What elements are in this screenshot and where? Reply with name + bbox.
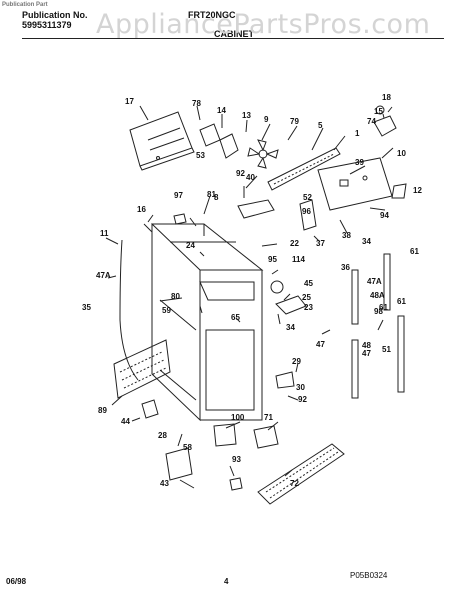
callout-43: 43 bbox=[160, 479, 169, 488]
callout-29: 29 bbox=[292, 357, 301, 366]
callout-14: 14 bbox=[217, 106, 226, 115]
callout-15: 15 bbox=[374, 107, 383, 116]
part-71 bbox=[253, 425, 279, 449]
callout-13: 13 bbox=[242, 111, 251, 120]
callout-61: 61 bbox=[397, 297, 406, 306]
part-59 bbox=[275, 295, 307, 315]
callout-78: 78 bbox=[192, 99, 201, 108]
callout-22: 22 bbox=[290, 239, 299, 248]
callout-35: 35 bbox=[82, 303, 91, 312]
model-number: FRT20NGC bbox=[188, 10, 236, 20]
callout-10: 10 bbox=[397, 149, 406, 158]
callout-30: 30 bbox=[296, 383, 305, 392]
callout-47A: 47A bbox=[367, 277, 382, 286]
callout-24: 24 bbox=[186, 241, 195, 250]
callout-81: 81 bbox=[207, 190, 216, 199]
callout-96: 96 bbox=[302, 207, 311, 216]
callout-59: 59 bbox=[162, 306, 171, 315]
part-fan bbox=[247, 139, 279, 169]
callout-12: 12 bbox=[413, 186, 422, 195]
callout-34: 34 bbox=[362, 237, 371, 246]
callout-74: 74 bbox=[367, 117, 376, 126]
callout-92: 92 bbox=[298, 395, 307, 404]
callout-44: 44 bbox=[121, 417, 130, 426]
callout-48A: 48A bbox=[370, 291, 385, 300]
part-tubing-23 bbox=[119, 239, 139, 381]
callout-80: 80 bbox=[171, 292, 180, 301]
callout-45: 45 bbox=[304, 279, 313, 288]
part-screw-52 bbox=[143, 223, 153, 233]
part-strips bbox=[351, 253, 405, 399]
callout-72: 72 bbox=[290, 479, 299, 488]
part-toe-grille-72 bbox=[257, 443, 345, 505]
part-44 bbox=[141, 399, 159, 419]
part-cabinet-shell bbox=[151, 222, 264, 422]
callout-53: 53 bbox=[196, 151, 205, 160]
callout-52: 52 bbox=[303, 193, 312, 202]
callout-36: 36 bbox=[341, 263, 350, 272]
callout-58: 58 bbox=[183, 443, 192, 452]
part-top-panel bbox=[129, 111, 195, 171]
callout-5: 5 bbox=[318, 121, 323, 130]
part-114 bbox=[270, 280, 284, 294]
header-rule bbox=[22, 38, 444, 39]
callout-94: 94 bbox=[380, 211, 389, 220]
part-bracket-94 bbox=[299, 199, 317, 231]
publication-number: 5995311379 bbox=[22, 20, 72, 30]
callout-34: 34 bbox=[286, 323, 295, 332]
callout-23: 23 bbox=[304, 303, 313, 312]
callout-47: 47 bbox=[316, 340, 325, 349]
callout-61: 61 bbox=[410, 247, 419, 256]
cut-line-text: Publication Part bbox=[2, 2, 48, 8]
section-title: CABINET bbox=[214, 29, 254, 39]
callout-95: 95 bbox=[268, 255, 277, 264]
callout-9: 9 bbox=[264, 115, 269, 124]
watermark: AppliancePartsPros.com bbox=[96, 9, 431, 40]
callout-39: 39 bbox=[355, 158, 364, 167]
callout-114: 114 bbox=[292, 255, 305, 264]
part-baffle bbox=[267, 147, 341, 191]
callout-25: 25 bbox=[302, 293, 311, 302]
callout-71: 71 bbox=[264, 413, 273, 422]
callout-28: 28 bbox=[158, 431, 167, 440]
publication-label: Publication No. bbox=[22, 10, 88, 20]
part-hinge bbox=[199, 123, 221, 147]
callout-89: 89 bbox=[98, 406, 107, 415]
part-grille-89 bbox=[113, 339, 171, 399]
callout-8: 8 bbox=[214, 193, 219, 202]
callout-38: 38 bbox=[342, 231, 351, 240]
callout-18: 18 bbox=[382, 93, 391, 102]
callout-16: 16 bbox=[137, 205, 146, 214]
callout-47A: 47A bbox=[96, 271, 111, 280]
callout-98: 98 bbox=[374, 307, 383, 316]
drawing-code: P05B0324 bbox=[350, 571, 388, 580]
part-30 bbox=[275, 371, 295, 389]
callout-97: 97 bbox=[174, 191, 183, 200]
callout-40: 40 bbox=[246, 173, 255, 182]
callout-17: 17 bbox=[125, 97, 134, 106]
callout-37: 37 bbox=[316, 239, 325, 248]
part-bracket-38 bbox=[237, 199, 275, 219]
part-43 bbox=[165, 447, 193, 481]
callout-61: 61 bbox=[379, 303, 388, 312]
callout-11: 11 bbox=[100, 229, 109, 238]
callout-79: 79 bbox=[290, 117, 299, 126]
callout-48: 48 bbox=[362, 341, 371, 350]
callout-92: 92 bbox=[236, 169, 245, 178]
callout-100: 100 bbox=[231, 413, 245, 422]
callout-51: 51 bbox=[382, 345, 391, 354]
callout-47: 47 bbox=[362, 349, 371, 358]
part-light-assembly bbox=[373, 105, 397, 137]
part-100 bbox=[213, 423, 237, 447]
callout-65: 65 bbox=[231, 313, 240, 322]
footer-date: 06/98 bbox=[6, 577, 27, 586]
callout-93: 93 bbox=[232, 455, 241, 464]
footer-page: 4 bbox=[224, 577, 229, 586]
callout-1: 1 bbox=[355, 129, 360, 138]
part-bracket-96 bbox=[391, 183, 407, 199]
